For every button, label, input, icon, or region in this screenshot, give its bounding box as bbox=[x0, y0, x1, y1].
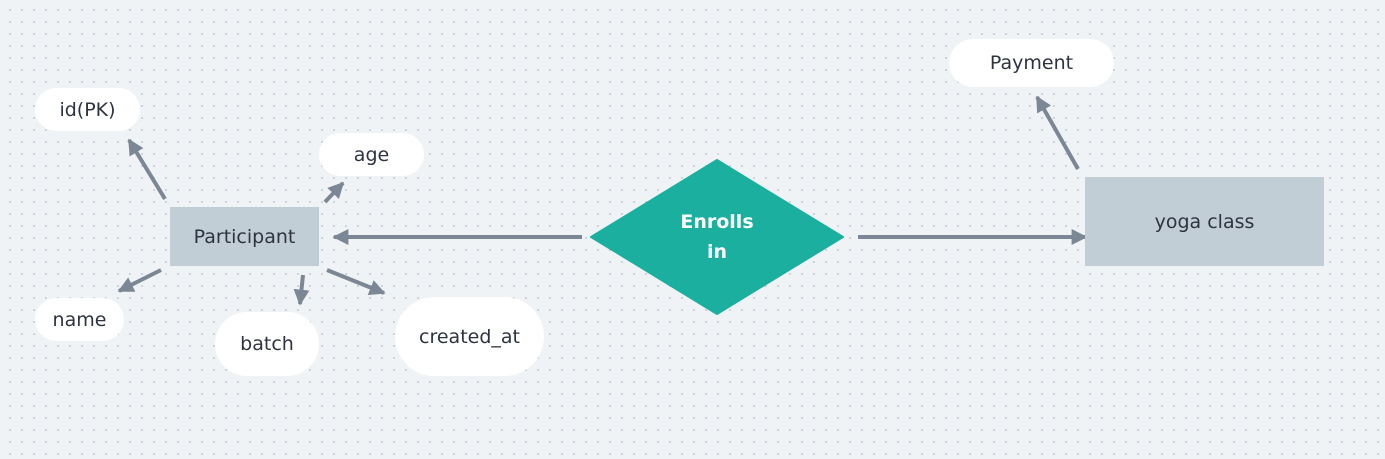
entity-yoga-class-label: yoga class bbox=[1154, 210, 1255, 233]
relationship-label: Enrolls in bbox=[647, 207, 787, 267]
attribute-batch-label: batch bbox=[240, 333, 294, 355]
relationship-label-line1: Enrolls bbox=[680, 211, 754, 233]
attribute-name-label: name bbox=[52, 308, 107, 331]
attribute-batch[interactable]: batch bbox=[215, 312, 319, 376]
edge-participant-to-created-at bbox=[326, 268, 386, 296]
edge-participant-to-age bbox=[323, 181, 345, 204]
attribute-id-label: id(PK) bbox=[59, 98, 116, 121]
attribute-payment-label: Payment bbox=[989, 52, 1074, 74]
edge-participant-to-name bbox=[117, 268, 162, 293]
attribute-created-at[interactable]: created_at bbox=[395, 297, 544, 376]
attribute-payment[interactable]: Payment bbox=[949, 39, 1114, 87]
attribute-created-at-label: created_at bbox=[419, 325, 520, 348]
edge-yoga-class-to-payment bbox=[1035, 95, 1080, 170]
entity-participant[interactable]: Participant bbox=[170, 207, 319, 266]
attribute-age-label: age bbox=[353, 143, 390, 166]
entity-participant-label: Participant bbox=[193, 225, 296, 248]
edge-participant-to-batch bbox=[293, 274, 310, 306]
edge-participant-to-id bbox=[127, 138, 167, 201]
attribute-name[interactable]: name bbox=[35, 298, 124, 341]
relationship-label-line2: in bbox=[706, 241, 728, 263]
attribute-age[interactable]: age bbox=[319, 133, 424, 176]
relationship-diamond[interactable] bbox=[590, 159, 844, 315]
entity-yoga-class[interactable]: yoga class bbox=[1085, 177, 1324, 266]
attribute-id[interactable]: id(PK) bbox=[35, 88, 140, 131]
